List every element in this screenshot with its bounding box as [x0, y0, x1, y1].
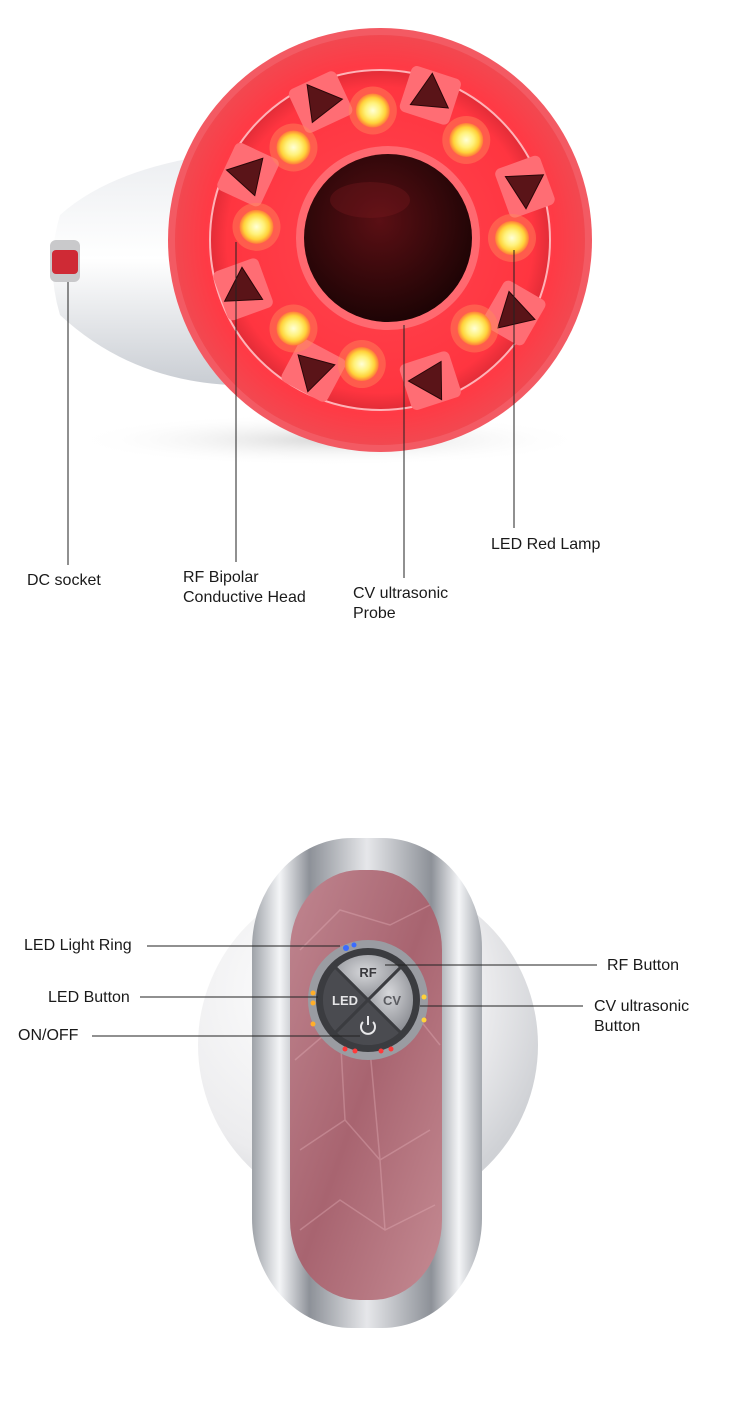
pink-panel — [290, 870, 442, 1300]
led-red-lamp — [276, 311, 311, 346]
rf-electrode-triangle — [504, 174, 545, 210]
rf-electrode-triangle — [306, 83, 344, 124]
led-button-label: LED Button — [48, 989, 130, 1006]
rf-electrode-triangle — [297, 354, 336, 393]
cv-ultrasonic-probe — [304, 154, 472, 322]
cv-button-label: CV ultrasonic Button — [594, 998, 690, 1035]
led-button-text: LED — [332, 993, 358, 1008]
rf-electrode-triangle — [223, 266, 264, 302]
device-head-view: DC socket RF Bipolar Conductive Head CV … — [0, 0, 750, 700]
button-quadrants — [320, 952, 416, 1048]
cv-button[interactable] — [365, 964, 416, 1036]
led-red-lamp — [449, 122, 484, 157]
probe-highlight — [330, 182, 410, 218]
rf-button[interactable] — [332, 952, 404, 1003]
rf-electrode-triangle — [409, 72, 450, 109]
on-off-label: ON/OFF — [18, 1027, 79, 1044]
indicator-leds — [310, 942, 427, 1054]
device-back-illustration: RF LED CV — [92, 838, 597, 1328]
led-ring-label: LED Light Ring — [24, 937, 132, 954]
rf-electrode-triangle — [497, 290, 536, 329]
led-red-lamp — [355, 93, 390, 128]
device-head-illustration — [50, 28, 592, 578]
dc-socket-label: DC socket — [27, 572, 101, 589]
led-red-lamp — [239, 209, 274, 244]
cv-probe-label: CV ultrasonic Probe — [353, 585, 449, 622]
rf-electrodes — [213, 66, 555, 410]
led-red-lamp — [457, 311, 492, 346]
led-lamp-label: LED Red Lamp — [491, 536, 601, 553]
power-icon — [360, 1016, 376, 1035]
rf-button-text: RF — [359, 965, 376, 980]
led-red-lamp — [276, 130, 311, 165]
dc-socket — [52, 250, 78, 274]
led-red-lamp — [495, 221, 529, 255]
rf-electrode-triangle — [225, 157, 264, 197]
led-red-lamp — [344, 347, 379, 382]
rf-bipolar-label: RF Bipolar Conductive Head — [183, 569, 306, 606]
rf-electrode-triangle — [407, 360, 443, 401]
led-lamps — [232, 86, 536, 389]
cv-button-text: CV — [383, 993, 401, 1008]
rf-button-label: RF Button — [607, 957, 680, 974]
led-button[interactable] — [320, 964, 371, 1036]
device-back-view: RF LED CV LED Light Ring LED Button — [0, 700, 750, 1401]
